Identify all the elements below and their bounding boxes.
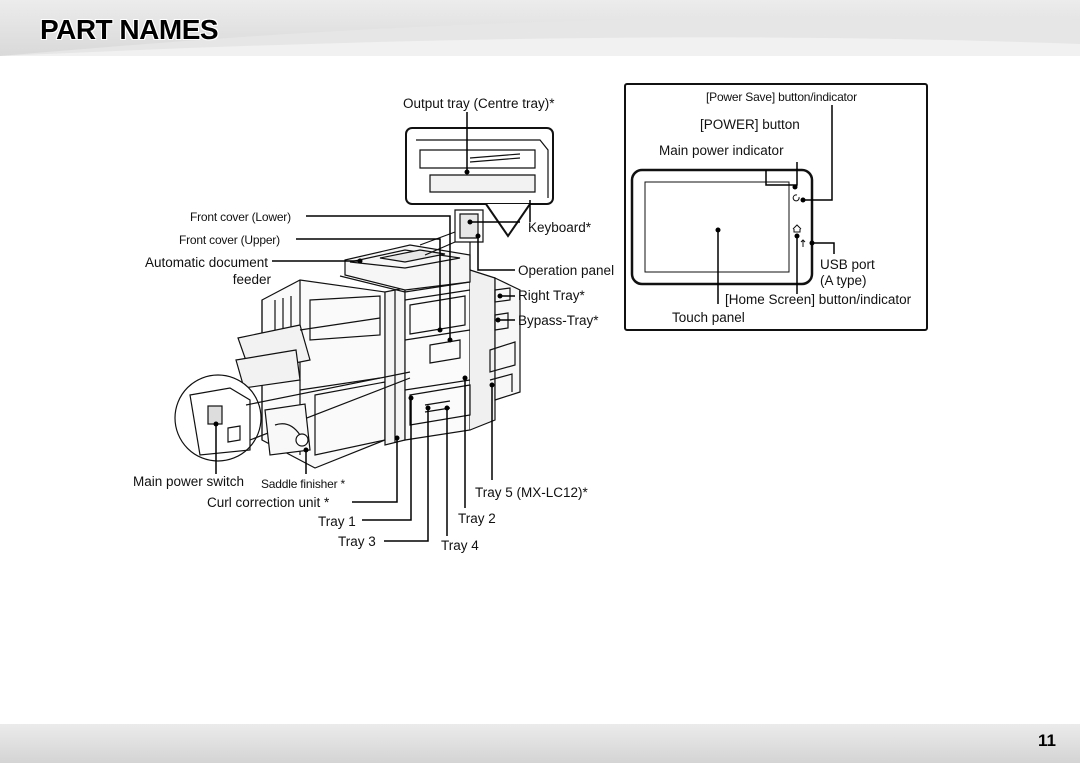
finisher-unit: [235, 279, 386, 469]
adf-scanner: [339, 244, 471, 293]
label-front-cover-upper: Front cover (Upper): [179, 233, 280, 247]
label-tray-1: Tray 1: [318, 514, 356, 529]
curl-correction-body: [384, 287, 406, 446]
label-power-save: [Power Save] button/indicator: [706, 90, 857, 104]
large-capacity-tray: [489, 277, 521, 401]
label-curl-correction-unit: Curl correction unit *: [207, 495, 330, 510]
header-bar: PART NAMES: [0, 0, 1080, 56]
operation-panel-drawing: [630, 105, 835, 304]
footer-bar: 11: [0, 724, 1080, 763]
label-adf-line1: Automatic document: [144, 255, 268, 270]
label-usb-port-line1: USB port: [820, 257, 875, 272]
label-tray-4: Tray 4: [441, 538, 479, 553]
label-adf-line2: feeder: [232, 272, 271, 287]
operation-panel-inset: [624, 83, 928, 331]
label-front-cover-lower: Front cover (Lower): [190, 210, 291, 224]
label-tray-2: Tray 2: [458, 511, 496, 526]
label-touch-panel: Touch panel: [672, 310, 745, 325]
saddle-finisher-detail: [264, 403, 311, 456]
label-tray-5: Tray 5 (MX-LC12)*: [475, 485, 588, 500]
label-saddle-finisher: Saddle finisher *: [261, 477, 345, 491]
label-main-power-indicator: Main power indicator: [659, 143, 784, 158]
label-tray-3: Tray 3: [338, 534, 376, 549]
label-main-power-switch: Main power switch: [133, 474, 245, 489]
label-power-button: [POWER] button: [700, 117, 800, 132]
page-title: PART NAMES: [40, 14, 219, 45]
usb-icon: [800, 239, 806, 247]
home-icon: [792, 224, 802, 233]
label-bypass-tray: Bypass-Tray*: [518, 313, 599, 328]
main-power-switch-magnifier: [174, 371, 411, 462]
label-home-screen: [Home Screen] button/indicator: [725, 292, 912, 307]
operation-panel-arm: [419, 209, 484, 270]
power-icon: [792, 194, 800, 202]
output-tray-inset: [405, 127, 554, 238]
label-right-tray: Right Tray*: [518, 288, 585, 303]
label-keyboard: Keyboard*: [528, 220, 592, 235]
header-swoosh-decoration: [0, 17, 1080, 56]
page-number: 11: [1038, 731, 1056, 750]
label-operation-panel: Operation panel: [518, 263, 615, 278]
label-usb-port-line2: (A type): [820, 273, 867, 288]
label-output-tray: Output tray (Centre tray)*: [403, 96, 555, 111]
